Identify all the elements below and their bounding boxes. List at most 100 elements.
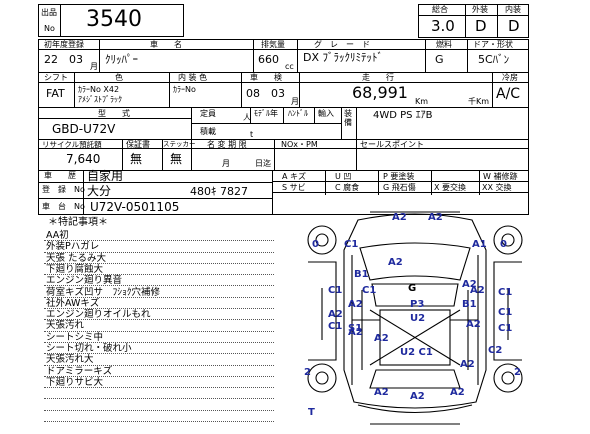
note-line: 天張 たるみ大 <box>46 252 107 264</box>
chassis-no-label: 車 台 No <box>42 202 85 211</box>
lot-label-top: 出品 <box>41 8 57 17</box>
name-change-day-unit: 日迄 <box>255 159 271 168</box>
reg-area: 大分 <box>87 184 112 198</box>
damage-mark-g: G <box>408 283 417 294</box>
door-label: ドア・形状 <box>473 40 513 49</box>
shift-label: シフト <box>44 73 68 82</box>
car-name: ｸﾘｯﾊﾟｰ <box>105 53 138 66</box>
damage-mark-tl0: 0 <box>312 239 319 250</box>
damage-mark-la2b: A2 <box>328 309 343 320</box>
mileage-label: 走 行 <box>362 73 394 82</box>
equipment-label: 装備 <box>344 109 352 127</box>
name-change-month-unit: 月 <box>222 159 230 168</box>
model-label: 型 式 <box>98 109 130 118</box>
damage-mark-a2center: A2 <box>374 333 389 344</box>
load-label: 積載 <box>200 127 216 136</box>
overall-label: 総合 <box>432 5 448 14</box>
damage-mark-la2a: A2 <box>348 299 363 310</box>
note-row: AA初 <box>44 230 274 242</box>
note-line: 天張汚れ大 <box>46 354 94 366</box>
car-name-label: 車 名 <box>150 40 182 49</box>
note-row: 荷室キズ凹サ ﾌｼｮｸ穴補修 <box>44 287 274 298</box>
legend-w: W 補修跡 <box>483 172 518 181</box>
damage-mark-rear-a2b: A2 <box>410 391 425 402</box>
damage-mark-rb1: B1 <box>462 299 477 310</box>
damage-mark-tl-c1: C1 <box>344 239 359 250</box>
grade-value: DX ﾌﾞﾗｯｸﾘﾐﾃｯﾄﾞ <box>303 51 384 64</box>
body-type: 5Cﾊﾞﾝ <box>478 53 510 66</box>
recycle-label: リサイクル預託額 <box>42 140 102 149</box>
damage-mark-t: T <box>308 407 315 418</box>
shift-value: FAT <box>46 87 65 100</box>
inspection-label: 車 検 <box>250 73 282 82</box>
note-row: エンジン廻りオイルもれ <box>44 309 274 321</box>
note-line: 社外AWキズ <box>46 297 100 309</box>
legend-x: X 要交換 <box>434 183 467 192</box>
import-label: 輸入 <box>318 109 334 118</box>
car-diagram <box>307 211 523 425</box>
damage-mark-ra2d: A2 <box>460 359 475 370</box>
vehicle-use: 自家用 <box>87 169 124 183</box>
fuel-value: G <box>435 53 444 66</box>
damage-mark-ra2b: A2 <box>470 285 485 296</box>
color-number: ｶﾗｰNo X42 <box>78 85 120 94</box>
note-line: 下廻りサビ大 <box>46 376 104 388</box>
grade-label: グ レ ー ド <box>314 40 370 49</box>
legend-p: P 要塗装 <box>383 172 415 181</box>
model-value: GBD-U72V <box>52 122 116 136</box>
handle-label: ﾊﾝﾄﾞﾙ <box>288 109 308 118</box>
interior-score: D <box>508 17 520 35</box>
exterior-label: 外装 <box>472 5 488 14</box>
legend-a: A キズ <box>282 172 307 181</box>
damage-mark-hood: A2 <box>388 257 403 268</box>
score-box <box>418 4 529 38</box>
interior-label: 内装 <box>505 5 521 14</box>
interior-color-label: 内 装 色 <box>178 73 208 82</box>
warranty-value: 無 <box>130 152 143 166</box>
ac-value: A/C <box>496 86 521 102</box>
note-line: 荷室キズ凹サ ﾌｼｮｸ穴補修 <box>46 286 161 298</box>
info-grid <box>38 39 529 215</box>
damage-mark-p3: P3 <box>410 299 425 310</box>
person-unit: 人 <box>243 113 251 122</box>
mileage-value: 68,991 <box>352 83 408 102</box>
reg-number: 480ｷ 7827 <box>190 185 248 198</box>
cc-unit: cc <box>285 62 294 71</box>
lot-number: 3540 <box>86 7 142 32</box>
lot-label-bottom: No <box>44 24 55 33</box>
note-row <box>44 400 274 411</box>
legend-g: G 飛石傷 <box>383 183 416 192</box>
capacity-label: 定員 <box>200 109 216 118</box>
displacement-value: 660 <box>258 53 279 66</box>
ton-unit: t <box>250 130 254 139</box>
damage-mark-rear-a2a: A2 <box>374 387 389 398</box>
vehicle-history-label: 車 歴 <box>44 171 76 180</box>
displacement-label: 排気量 <box>261 40 285 49</box>
color-label: 色 <box>115 73 123 82</box>
note-row <box>44 411 274 423</box>
color-name: ｱﾒｼﾞｽﾄﾌﾞﾗｯｸ <box>78 95 122 104</box>
note-row: 天張 たるみ大 <box>44 253 274 264</box>
note-row: 社外AWキズ <box>44 297 274 310</box>
note-line: 下廻り腐蝕大 <box>46 263 104 275</box>
note-row: 下廻りサビ大 <box>44 376 274 389</box>
chassis-no: U72V-0501105 <box>90 200 180 214</box>
sticker-value: 無 <box>170 152 183 166</box>
note-line: エンジン廻りオイルもれ <box>46 309 151 321</box>
damage-mark-rc1b: C1 <box>498 307 513 318</box>
equipment-value: 4WD PS ｴｱB <box>373 110 433 121</box>
note-line: エンジン廻り異音 <box>46 275 123 287</box>
note-line: ドアミラーキズ <box>46 365 113 377</box>
overall-score: 3.0 <box>431 17 455 35</box>
km-unit: Km <box>415 97 429 106</box>
note-line: シートシミ中 <box>46 331 104 343</box>
note-line: AA初 <box>46 230 69 241</box>
note-row: シート切れ・破れ小 <box>44 343 274 355</box>
damage-mark-lc1c: C1 <box>328 321 343 332</box>
legend-c: C 腐食 <box>335 183 360 192</box>
damage-mark-c2: C2 <box>488 345 503 356</box>
first-reg-label: 初年度登録 <box>44 40 84 49</box>
ac-label: 冷房 <box>502 73 518 82</box>
thousand-km-unit: 千Km <box>468 97 490 106</box>
